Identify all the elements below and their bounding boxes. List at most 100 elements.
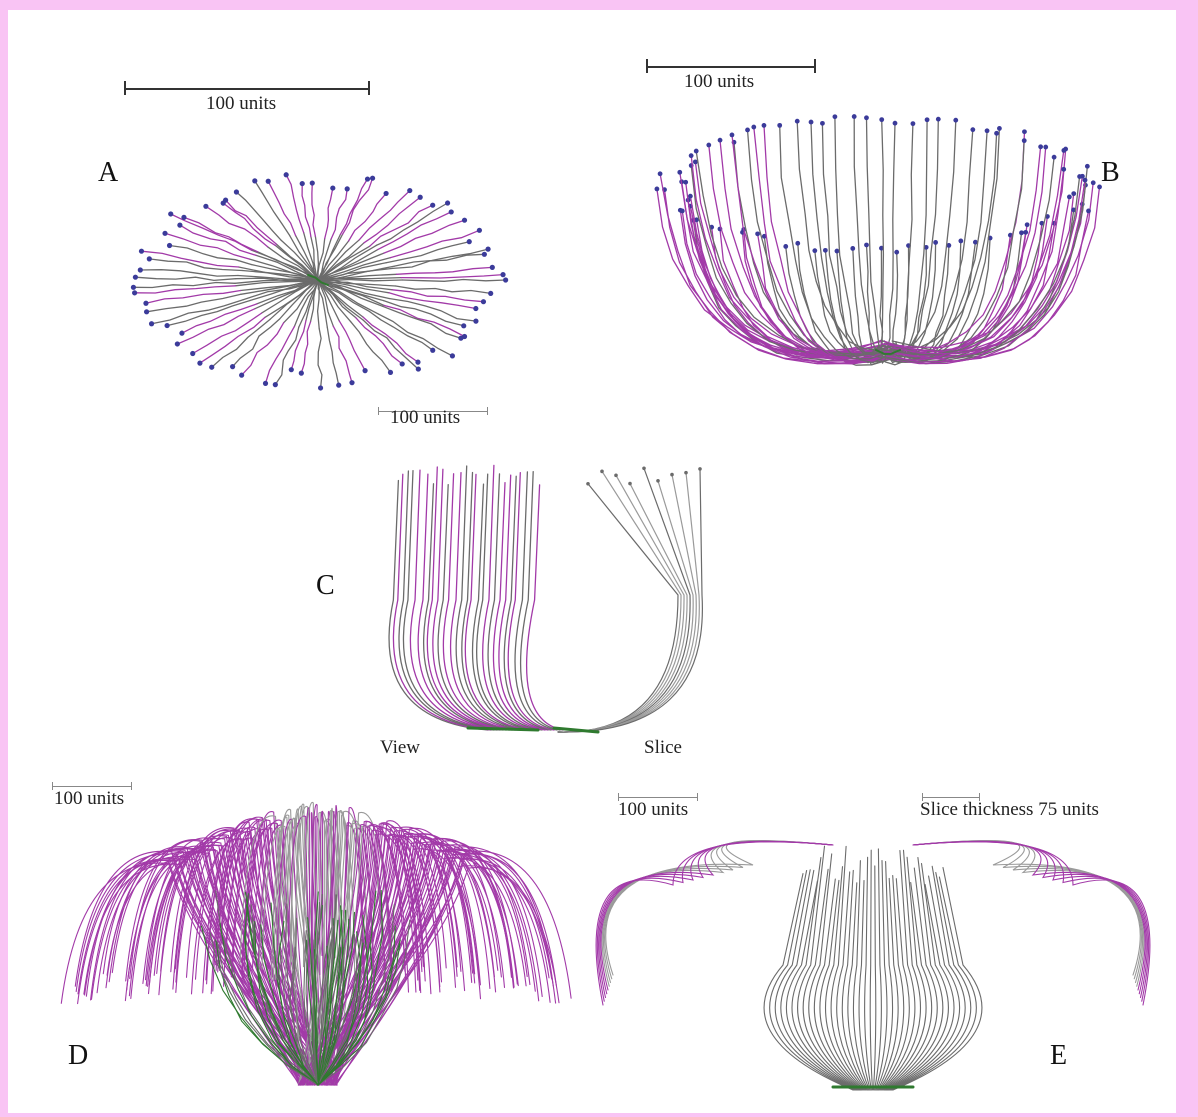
- tip-dot: [181, 215, 186, 220]
- branch-line: [393, 290, 484, 302]
- tip-dot: [1097, 185, 1102, 190]
- tip-dot: [149, 321, 154, 326]
- tip-dot: [485, 247, 490, 252]
- caption-slice: Slice: [644, 737, 682, 759]
- tip-dot: [658, 171, 663, 176]
- tip-dot: [894, 250, 899, 255]
- tip-dot: [144, 309, 149, 314]
- branch-line: [318, 329, 322, 388]
- tip-dot: [482, 252, 487, 257]
- tip-dot: [933, 240, 938, 245]
- tip-dot: [985, 128, 990, 133]
- tip-dot: [310, 180, 315, 185]
- tip-dot: [300, 181, 305, 186]
- tip-dot: [450, 353, 455, 358]
- tip-dot: [162, 231, 167, 236]
- branch-line: [456, 466, 524, 730]
- tip-dot: [1019, 230, 1024, 235]
- tip-dot: [614, 474, 618, 478]
- branch-line: [867, 118, 891, 355]
- branch-line: [302, 184, 311, 237]
- tip-dot: [503, 277, 508, 282]
- tip-dot: [477, 228, 482, 233]
- branch-line: [206, 206, 268, 247]
- tip-dot: [473, 319, 478, 324]
- tip-dot: [795, 241, 800, 246]
- tip-dot: [755, 231, 760, 236]
- tip-dot: [168, 211, 173, 216]
- branch-line: [378, 212, 451, 250]
- branch-line: [876, 861, 887, 1090]
- tip-dot: [1022, 129, 1027, 134]
- branch-line: [359, 191, 410, 240]
- tip-dot: [911, 121, 916, 126]
- tip-dot: [197, 361, 202, 366]
- scale-bar-e: 100 units: [618, 793, 698, 823]
- branch-line: [601, 841, 833, 990]
- branch-line: [913, 841, 1141, 979]
- tip-dot: [586, 482, 590, 486]
- tip-dot: [481, 299, 486, 304]
- tip-dot: [289, 367, 294, 372]
- tip-dot: [1091, 180, 1096, 185]
- tip-dot: [833, 114, 838, 119]
- tip-dot: [467, 239, 472, 244]
- branch-line: [339, 321, 365, 371]
- panel-d-full-tree: [48, 780, 588, 1100]
- tip-dot: [133, 275, 138, 280]
- tip-dot: [1022, 138, 1027, 143]
- tip-dot: [835, 249, 840, 254]
- tip-dot: [164, 323, 169, 328]
- tip-dot: [1025, 222, 1030, 227]
- tip-dot: [223, 198, 228, 203]
- tip-dot: [698, 467, 702, 471]
- tip-dot: [745, 128, 750, 133]
- tip-dot: [762, 123, 767, 128]
- branch-line: [883, 133, 997, 348]
- branch-line: [340, 179, 367, 235]
- tip-dot: [958, 239, 963, 244]
- tip-dot: [365, 176, 370, 181]
- tip-dot: [893, 121, 898, 126]
- branch-line: [401, 275, 503, 278]
- branch-line: [312, 183, 316, 236]
- branch-line: [889, 119, 938, 351]
- branch-line: [370, 205, 433, 246]
- branch-line: [363, 317, 418, 362]
- branch-line: [301, 322, 310, 373]
- tip-dot: [656, 479, 660, 483]
- tip-dot: [418, 195, 423, 200]
- branch-line: [558, 475, 684, 732]
- tip-dot: [1038, 144, 1043, 149]
- tip-dot: [462, 218, 467, 223]
- tip-dot: [239, 373, 244, 378]
- tip-dot: [318, 385, 323, 390]
- tip-dot: [1061, 167, 1066, 172]
- root-line: [554, 728, 598, 732]
- panel-a-radial-tree: [128, 160, 508, 400]
- branch-line: [393, 254, 485, 268]
- branch-line: [396, 267, 492, 274]
- panel-e-slice-tree: [618, 825, 1138, 1105]
- panel-label-c: C: [316, 570, 335, 602]
- tip-dot: [177, 223, 182, 228]
- figure-canvas: 100 units A 100 units B 100 units C View…: [8, 10, 1176, 1113]
- slice-thickness-label: Slice thickness 75 units: [920, 799, 1099, 821]
- tip-dot: [997, 126, 1002, 131]
- tip-dot: [330, 185, 335, 190]
- branch-line: [764, 874, 853, 1090]
- tip-dot: [132, 290, 137, 295]
- tip-dot: [345, 186, 350, 191]
- tip-dot: [336, 383, 341, 388]
- tip-dot: [994, 131, 999, 136]
- tip-dot: [751, 125, 756, 130]
- tip-dot: [445, 200, 450, 205]
- tip-dot: [670, 473, 674, 477]
- branch-line: [349, 193, 387, 241]
- branch-line: [881, 120, 883, 357]
- tip-dot: [1061, 148, 1066, 153]
- branch-line: [325, 188, 333, 239]
- tip-dot: [655, 187, 660, 192]
- tip-dot: [299, 371, 304, 376]
- tip-dot: [783, 244, 788, 249]
